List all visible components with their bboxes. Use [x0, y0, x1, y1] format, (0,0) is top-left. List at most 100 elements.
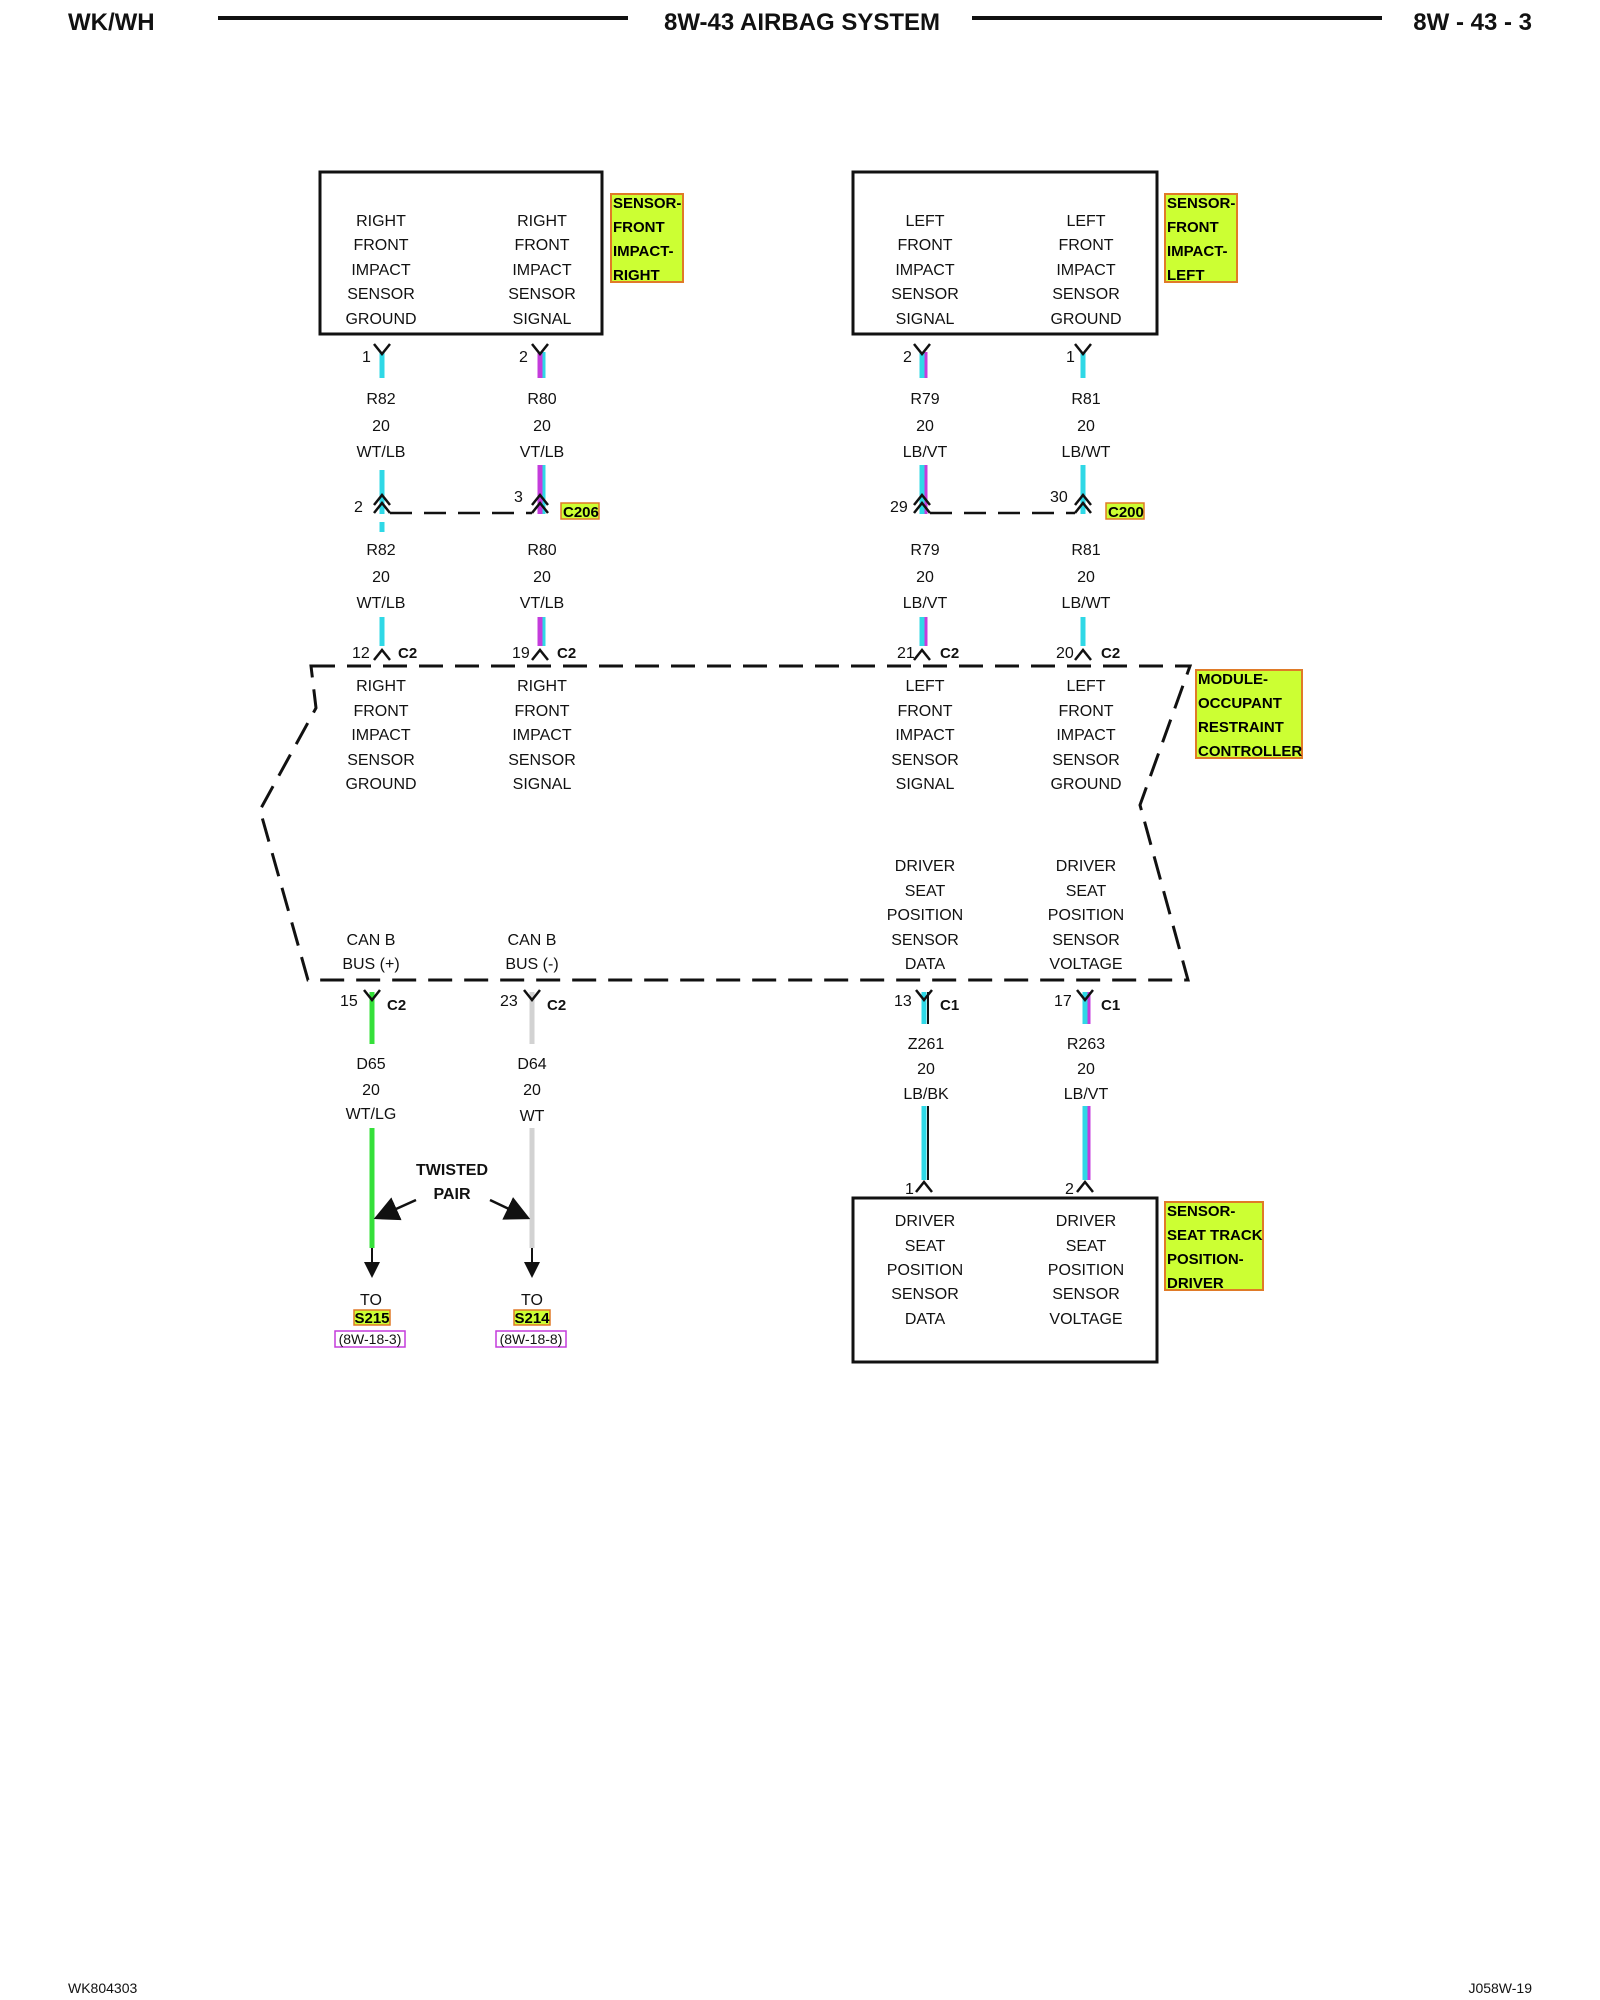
svg-text:IMPACT: IMPACT: [895, 262, 954, 279]
svg-text:POSITION: POSITION: [887, 1262, 963, 1279]
svg-text:SEAT: SEAT: [905, 1238, 946, 1255]
svg-text:SENSOR: SENSOR: [891, 932, 959, 949]
svg-text:POSITION-: POSITION-: [1167, 1251, 1244, 1268]
seat-track-sensor-box: [851, 1196, 1159, 1364]
inline-connector-c200: [913, 492, 1092, 515]
svg-text:SIGNAL: SIGNAL: [896, 776, 955, 793]
svg-text:LEFT: LEFT: [1066, 678, 1105, 695]
seat-sensor-tag[interactable]: SENSOR- SEAT TRACK POSITION- DRIVER: [1164, 1201, 1264, 1292]
svg-text:FRONT: FRONT: [514, 237, 569, 254]
svg-text:DATA: DATA: [905, 1311, 946, 1328]
svg-text:SENSOR: SENSOR: [891, 752, 959, 769]
pin-ls-2: 2: [903, 349, 912, 366]
circuit-label-r81-upper: R81 20 LB/WT: [1062, 391, 1111, 461]
pin-m-23: 23: [500, 993, 518, 1010]
svg-text:20: 20: [372, 569, 390, 586]
module-label-lf-ground: LEFT FRONT IMPACT SENSOR GROUND: [1050, 678, 1121, 793]
twisted-pair-label: TWISTED PAIR: [416, 1162, 488, 1203]
splice-s215-ref-link[interactable]: (8W-18-3): [334, 1330, 406, 1348]
svg-text:20: 20: [1077, 569, 1095, 586]
pin-m-15: 15: [340, 993, 358, 1010]
sensor-terminals: [373, 343, 1092, 357]
svg-text:OCCUPANT: OCCUPANT: [1198, 695, 1282, 712]
svg-text:POSITION: POSITION: [1048, 1262, 1124, 1279]
splice-s214-to: TO: [521, 1292, 543, 1309]
svg-text:Z261: Z261: [908, 1036, 945, 1053]
pin-rs-1: 1: [362, 349, 371, 366]
svg-text:BUS (-): BUS (-): [505, 956, 558, 973]
svg-text:LB/VT: LB/VT: [1064, 1086, 1109, 1103]
svg-text:(8W-18-3): (8W-18-3): [339, 1331, 402, 1347]
svg-text:C200: C200: [1108, 504, 1144, 521]
pin-m-21: 21: [897, 645, 915, 662]
circuit-label-r79-lower: R79 20 LB/VT: [903, 542, 948, 612]
circuit-label-d65: D65 20 WT/LG: [346, 1056, 397, 1123]
svg-text:20: 20: [362, 1082, 380, 1099]
connector-tag-c206[interactable]: C206: [560, 502, 600, 521]
svg-text:FRONT: FRONT: [353, 703, 408, 720]
svg-text:D65: D65: [356, 1056, 385, 1073]
svg-text:RESTRAINT: RESTRAINT: [1198, 719, 1284, 736]
module-label-rf-signal: RIGHT FRONT IMPACT SENSOR SIGNAL: [508, 678, 576, 793]
module-orc-outline: [258, 664, 1193, 982]
svg-text:SENSOR: SENSOR: [347, 752, 415, 769]
pin-c206-2: 2: [354, 499, 363, 516]
pin-ss-1: 1: [905, 1181, 914, 1198]
sensor-left-pin2-label: LEFT FRONT IMPACT SENSOR SIGNAL: [891, 213, 959, 328]
svg-text:IMPACT: IMPACT: [1056, 262, 1115, 279]
connector-tag-c200[interactable]: C200: [1105, 502, 1145, 521]
svg-text:WT/LB: WT/LB: [357, 595, 406, 612]
sensor-right-tag[interactable]: SENSOR- FRONT IMPACT- RIGHT: [610, 193, 684, 284]
svg-text:LB/VT: LB/VT: [903, 444, 948, 461]
terminal-ls-1: [1074, 343, 1092, 357]
svg-text:20: 20: [1077, 418, 1095, 435]
svg-text:SENSOR: SENSOR: [508, 752, 576, 769]
terminal-rs-1: [373, 343, 391, 357]
splice-s214-ref-link[interactable]: (8W-18-8): [495, 1330, 567, 1348]
svg-text:FRONT: FRONT: [613, 219, 665, 236]
svg-text:RIGHT: RIGHT: [356, 678, 406, 695]
module-label-lf-signal: LEFT FRONT IMPACT SENSOR SIGNAL: [891, 678, 959, 793]
module-tag[interactable]: MODULE- OCCUPANT RESTRAINT CONTROLLER: [1195, 669, 1303, 760]
svg-text:GROUND: GROUND: [345, 311, 416, 328]
c2-label-20: C2: [1101, 645, 1120, 662]
circuit-label-r80-lower: R80 20 VT/LB: [520, 542, 564, 612]
svg-text:LEFT: LEFT: [1167, 267, 1205, 284]
splice-s214-link[interactable]: S214: [513, 1309, 551, 1327]
c1-label-13: C1: [940, 997, 959, 1014]
circuit-label-z261: Z261 20 LB/BK: [903, 1036, 949, 1103]
svg-text:LB/VT: LB/VT: [903, 595, 948, 612]
svg-text:WT: WT: [520, 1108, 545, 1125]
svg-text:R79: R79: [910, 391, 939, 408]
svg-text:IMPACT: IMPACT: [1056, 727, 1115, 744]
sensor-front-impact-right-box: [318, 170, 604, 336]
module-label-can-minus: CAN B BUS (-): [505, 932, 558, 973]
svg-text:RIGHT: RIGHT: [356, 213, 406, 230]
circuit-label-r81-lower: R81 20 LB/WT: [1062, 542, 1111, 612]
pin-m-20: 20: [1056, 645, 1074, 662]
svg-text:CAN B: CAN B: [508, 932, 557, 949]
c2-label-15: C2: [387, 997, 406, 1014]
c2-label-19: C2: [557, 645, 576, 662]
svg-text:LEFT: LEFT: [1066, 213, 1105, 230]
sensor-left-tag[interactable]: SENSOR- FRONT IMPACT- LEFT: [1164, 193, 1238, 284]
svg-text:SENSOR-: SENSOR-: [613, 195, 681, 212]
header-left: WK/WH: [68, 9, 155, 36]
circuit-label-d64: D64 20 WT: [517, 1056, 546, 1125]
svg-text:SENSOR: SENSOR: [1052, 286, 1120, 303]
svg-text:MODULE-: MODULE-: [1198, 671, 1268, 688]
svg-text:FRONT: FRONT: [1058, 703, 1113, 720]
pin-c206-3: 3: [514, 489, 523, 506]
svg-text:SEAT: SEAT: [1066, 883, 1107, 900]
svg-text:LB/BK: LB/BK: [903, 1086, 949, 1103]
svg-text:RIGHT: RIGHT: [517, 678, 567, 695]
svg-text:GROUND: GROUND: [1050, 311, 1121, 328]
svg-text:SEAT: SEAT: [1066, 1238, 1107, 1255]
svg-text:RIGHT: RIGHT: [517, 213, 567, 230]
svg-text:R80: R80: [527, 542, 556, 559]
circuit-label-r82-upper: R82 20 WT/LB: [357, 391, 406, 461]
svg-text:WT/LG: WT/LG: [346, 1106, 397, 1123]
splice-s215-link[interactable]: S215: [353, 1309, 391, 1327]
svg-text:FRONT: FRONT: [1058, 237, 1113, 254]
